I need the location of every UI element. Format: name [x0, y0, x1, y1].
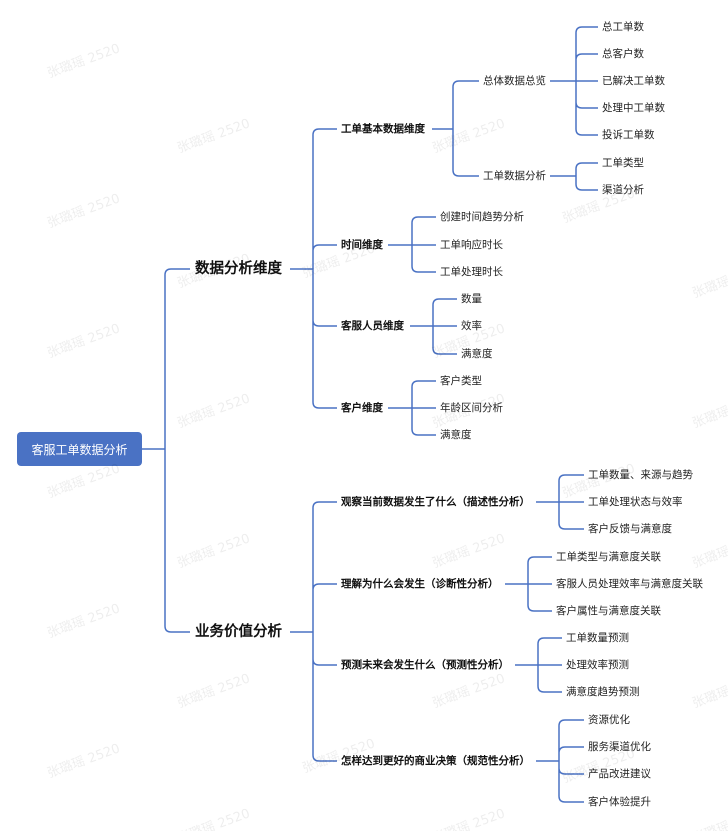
connector — [515, 637, 562, 693]
connector — [505, 556, 552, 612]
connector — [290, 128, 337, 409]
connector — [410, 298, 457, 355]
leaf-node[interactable]: 已解决工单数 — [602, 75, 665, 87]
leaf-node[interactable]: 工单类型与满意度关联 — [556, 551, 661, 563]
dimension-node[interactable]: 客户维度 — [341, 402, 383, 414]
leaf-node[interactable]: 数量 — [461, 293, 482, 305]
leaf-node[interactable]: 客户反馈与满意度 — [588, 523, 672, 535]
branch-business-value[interactable]: 业务价值分析 — [195, 624, 282, 640]
leaf-node[interactable]: 工单处理状态与效率 — [588, 496, 683, 508]
connector — [142, 268, 190, 633]
leaf-node[interactable]: 创建时间趋势分析 — [440, 211, 524, 223]
connector — [290, 501, 337, 762]
leaf-node[interactable]: 年龄区间分析 — [440, 402, 503, 414]
leaf-node[interactable]: 满意度趋势预测 — [566, 686, 640, 698]
dimension-node[interactable]: 工单基本数据维度 — [341, 123, 425, 135]
leaf-node[interactable]: 总工单数 — [602, 21, 644, 33]
connector — [388, 380, 436, 436]
analysis-node[interactable]: 预测未来会发生什么（预测性分析） — [341, 659, 509, 671]
leaf-node[interactable]: 投诉工单数 — [602, 129, 655, 141]
leaf-node[interactable]: 产品改进建议 — [588, 768, 651, 780]
root-label: 客服工单数据分析 — [31, 442, 128, 457]
dimension-node[interactable]: 时间维度 — [341, 239, 383, 251]
leaf-node[interactable]: 资源优化 — [588, 714, 630, 726]
leaf-node[interactable]: 工单处理时长 — [440, 266, 503, 278]
connector — [550, 162, 598, 191]
leaf-node[interactable]: 满意度 — [440, 429, 472, 441]
analysis-node[interactable]: 理解为什么会发生（诊断性分析） — [341, 578, 499, 590]
connector — [536, 474, 584, 530]
root-node[interactable]: 客服工单数据分析 — [17, 432, 142, 466]
analysis-node[interactable]: 怎样达到更好的商业决策（规范性分析） — [341, 755, 530, 767]
leaf-node[interactable]: 效率 — [461, 320, 482, 332]
leaf-node[interactable]: 工单类型 — [602, 157, 644, 169]
connector — [550, 26, 598, 136]
branch-data-dimensions[interactable]: 数据分析维度 — [195, 261, 282, 277]
leaf-node[interactable]: 处理中工单数 — [602, 102, 665, 114]
sub-node[interactable]: 总体数据总览 — [483, 75, 546, 87]
leaf-node[interactable]: 服务渠道优化 — [588, 741, 651, 753]
leaf-node[interactable]: 工单响应时长 — [440, 239, 503, 251]
leaf-node[interactable]: 处理效率预测 — [566, 659, 629, 671]
leaf-node[interactable]: 满意度 — [461, 348, 493, 360]
connector — [388, 216, 436, 273]
connector — [432, 80, 479, 177]
leaf-node[interactable]: 客户体验提升 — [588, 796, 651, 808]
leaf-node[interactable]: 工单数量、来源与趋势 — [588, 469, 693, 481]
analysis-node[interactable]: 观察当前数据发生了什么（描述性分析） — [341, 496, 530, 508]
leaf-node[interactable]: 客户类型 — [440, 375, 482, 387]
dimension-node[interactable]: 客服人员维度 — [341, 320, 404, 332]
leaf-node[interactable]: 工单数量预测 — [566, 632, 629, 644]
connector — [536, 719, 584, 803]
sub-node[interactable]: 工单数据分析 — [483, 170, 546, 182]
leaf-node[interactable]: 总客户数 — [602, 48, 644, 60]
leaf-node[interactable]: 客户属性与满意度关联 — [556, 605, 661, 617]
leaf-node[interactable]: 客服人员处理效率与满意度关联 — [556, 578, 703, 590]
leaf-node[interactable]: 渠道分析 — [602, 184, 644, 196]
